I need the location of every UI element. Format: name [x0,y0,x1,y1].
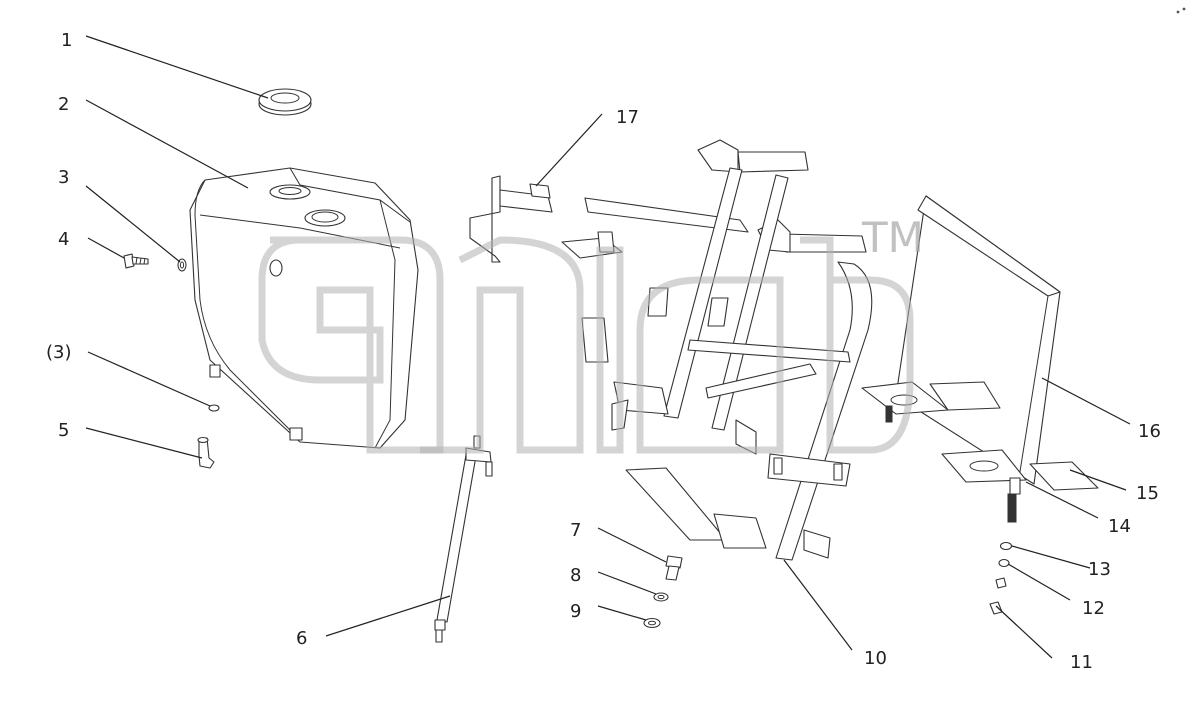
bolt-4 [123,253,149,269]
washer-3-lower [208,404,220,412]
callout-15: 15 [1136,483,1159,504]
rubber-pad-15 [1029,461,1099,491]
watermark-logo: TM [258,213,924,454]
callout-7: 7 [570,520,581,541]
callout-8: 8 [570,565,581,586]
callout-14: 14 [1108,516,1131,537]
callout-17: 17 [616,107,639,128]
stud-bolt [1007,477,1021,523]
corner-mark [1176,7,1186,14]
heat-shield-16 [895,195,1061,485]
callout-3: 3 [58,167,69,188]
callout-10: 10 [864,648,887,669]
callout-3b: (3) [46,342,72,363]
callout-16: 16 [1138,421,1161,442]
callout-4: 4 [58,229,69,250]
filler-cap [258,88,312,116]
nut-11-upper [995,577,1007,589]
callout-6: 6 [296,628,307,649]
callout-9: 9 [570,601,581,622]
callout-1: 1 [61,30,72,51]
rubber-pad-upper [861,381,1001,423]
callout-2: 2 [58,94,69,115]
callout-11: 11 [1070,652,1093,673]
callout-12: 12 [1082,598,1105,619]
fuel-pickup-tube-6 [434,435,493,643]
washer-12 [998,558,1010,568]
callout-5: 5 [58,420,69,441]
callout-labels: 1 2 3 4 (3) 5 6 7 8 9 10 11 12 13 14 15 … [46,30,1161,673]
bolt-7 [665,555,683,581]
leader-lines [85,35,1131,659]
drain-plug-5 [197,436,215,469]
trademark-mark: TM [861,213,924,262]
nut-11 [989,601,1003,615]
fuel-tank [189,167,419,449]
washer-8 [653,592,669,602]
callout-13: 13 [1088,559,1111,580]
washer-13 [999,541,1013,551]
washer-9 [643,617,661,629]
rubber-pad-14 [941,449,1027,483]
